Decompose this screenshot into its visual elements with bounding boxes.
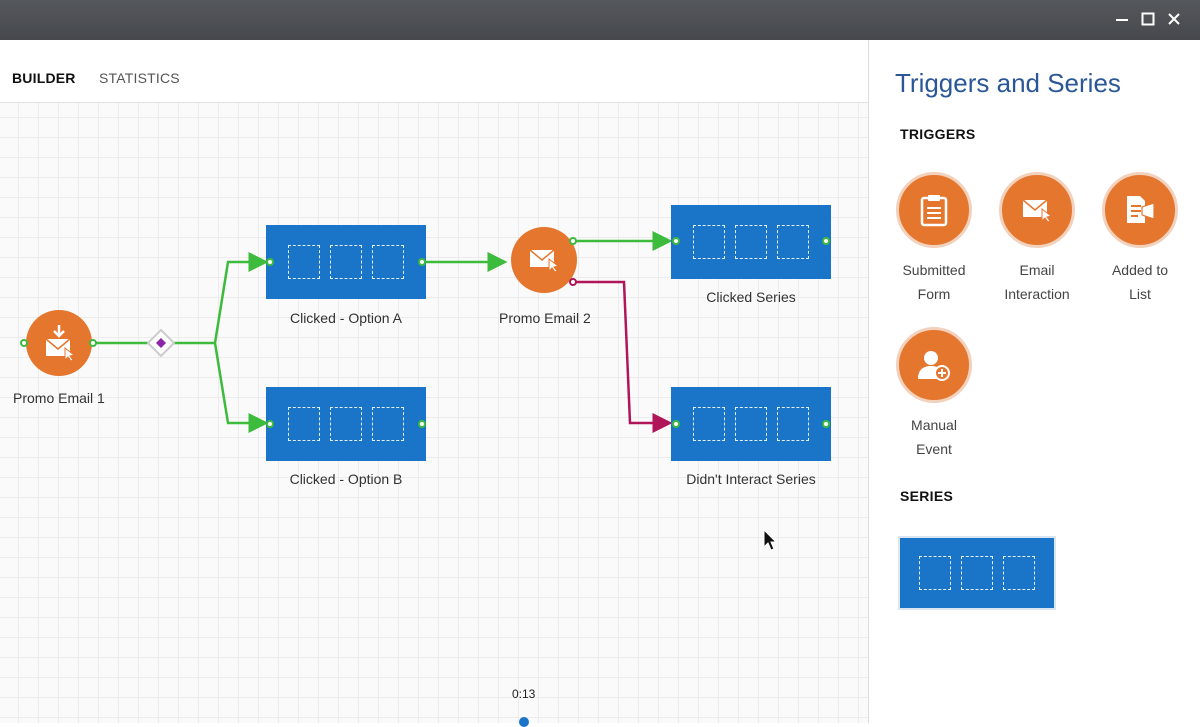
series-slot <box>288 407 320 441</box>
series-heading: SERIES <box>900 488 954 504</box>
trigger-label-line2: Form <box>917 286 951 302</box>
clicked-series-node[interactable] <box>671 205 831 279</box>
series-slot <box>735 225 767 259</box>
link-to-option-a <box>213 252 269 344</box>
series-palette-item[interactable] <box>898 536 1056 610</box>
maximize-icon <box>1141 12 1155 26</box>
promo-email-2-output-port-no-interaction[interactable] <box>569 278 577 286</box>
series-slot <box>777 407 809 441</box>
clicked-option-b-label: Clicked - Option B <box>289 471 403 487</box>
trigger-label-line1: Email <box>1019 262 1055 278</box>
email-click-icon <box>529 249 560 273</box>
panel-title: Triggers and Series <box>895 68 1121 98</box>
trigger-icon-circle <box>896 327 972 403</box>
decision-node[interactable] <box>146 328 176 358</box>
series-slot <box>372 407 404 441</box>
tab-statistics[interactable]: STATISTICS <box>99 70 180 86</box>
series-slot <box>735 407 767 441</box>
link-to-option-b <box>213 342 269 433</box>
minimize-icon <box>1116 19 1128 21</box>
didnt-interact-series-label: Didn't Interact Series <box>686 471 816 487</box>
trigger-icon-circle <box>896 172 972 248</box>
series-slot <box>372 245 404 279</box>
clicked-option-a-node[interactable] <box>266 225 426 299</box>
trigger-label-line2: Event <box>916 441 952 457</box>
series-slot <box>919 556 951 590</box>
clipboard-icon <box>920 195 948 227</box>
trigger-label-line2: Interaction <box>1004 286 1070 302</box>
minimize-button[interactable] <box>1111 8 1133 30</box>
clicked-option-a-label: Clicked - Option A <box>289 310 403 326</box>
trigger-label-line1: Submitted <box>902 262 966 278</box>
tab-bar: BUILDER STATISTICS <box>0 40 868 103</box>
trigger-label-line1: Added to <box>1111 262 1169 278</box>
series-slot <box>961 556 993 590</box>
didnt-interact-output-port[interactable] <box>822 420 830 428</box>
option-a-output-port[interactable] <box>418 258 426 266</box>
connection-lines <box>94 231 673 433</box>
triggers-heading: TRIGGERS <box>900 126 976 142</box>
promo-email-1-input-port[interactable] <box>20 339 28 347</box>
maximize-button[interactable] <box>1137 8 1159 30</box>
video-timestamp: 0:13 <box>512 687 536 701</box>
video-scrubber-handle[interactable] <box>519 717 529 727</box>
series-slot <box>777 225 809 259</box>
builder-canvas[interactable] <box>0 40 868 723</box>
series-slot <box>693 225 725 259</box>
trigger-icon-circle <box>1102 172 1178 248</box>
trigger-label-line2: List <box>1129 286 1151 302</box>
tab-builder[interactable]: BUILDER <box>12 70 76 86</box>
didnt-interact-input-port[interactable] <box>672 420 680 428</box>
trigger-added-to-list[interactable]: Added to List <box>1085 172 1195 306</box>
clicked-series-label: Clicked Series <box>706 289 796 305</box>
link-email2-didnt-interact <box>573 280 673 433</box>
clicked-option-b-node[interactable] <box>266 387 426 461</box>
promo-email-2-label: Promo Email 2 <box>499 310 591 326</box>
close-button[interactable] <box>1163 8 1185 30</box>
list-add-icon <box>1127 196 1155 223</box>
series-slot <box>288 245 320 279</box>
email-click-icon <box>45 325 76 362</box>
clicked-series-input-port[interactable] <box>672 237 680 245</box>
title-bar <box>0 0 1200 40</box>
series-slot <box>693 407 725 441</box>
close-icon <box>1168 13 1180 25</box>
option-b-output-port[interactable] <box>418 420 426 428</box>
trigger-label-line1: Manual <box>911 417 957 433</box>
trigger-icon-circle <box>999 172 1075 248</box>
promo-email-1-node[interactable] <box>26 310 92 376</box>
promo-email-1-label: Promo Email 1 <box>13 390 105 406</box>
mouse-cursor-icon <box>763 529 778 551</box>
promo-email-1-output-port[interactable] <box>89 339 97 347</box>
clicked-series-output-port[interactable] <box>822 237 830 245</box>
series-slot <box>1003 556 1035 590</box>
promo-email-2-node[interactable] <box>511 227 577 293</box>
option-b-input-port[interactable] <box>266 420 274 428</box>
series-slot <box>330 245 362 279</box>
email-click-icon <box>1022 199 1053 223</box>
promo-email-2-output-port-clicked[interactable] <box>569 237 577 245</box>
didnt-interact-series-node[interactable] <box>671 387 831 461</box>
person-add-icon <box>918 351 950 381</box>
series-slot <box>330 407 362 441</box>
option-a-input-port[interactable] <box>266 258 274 266</box>
